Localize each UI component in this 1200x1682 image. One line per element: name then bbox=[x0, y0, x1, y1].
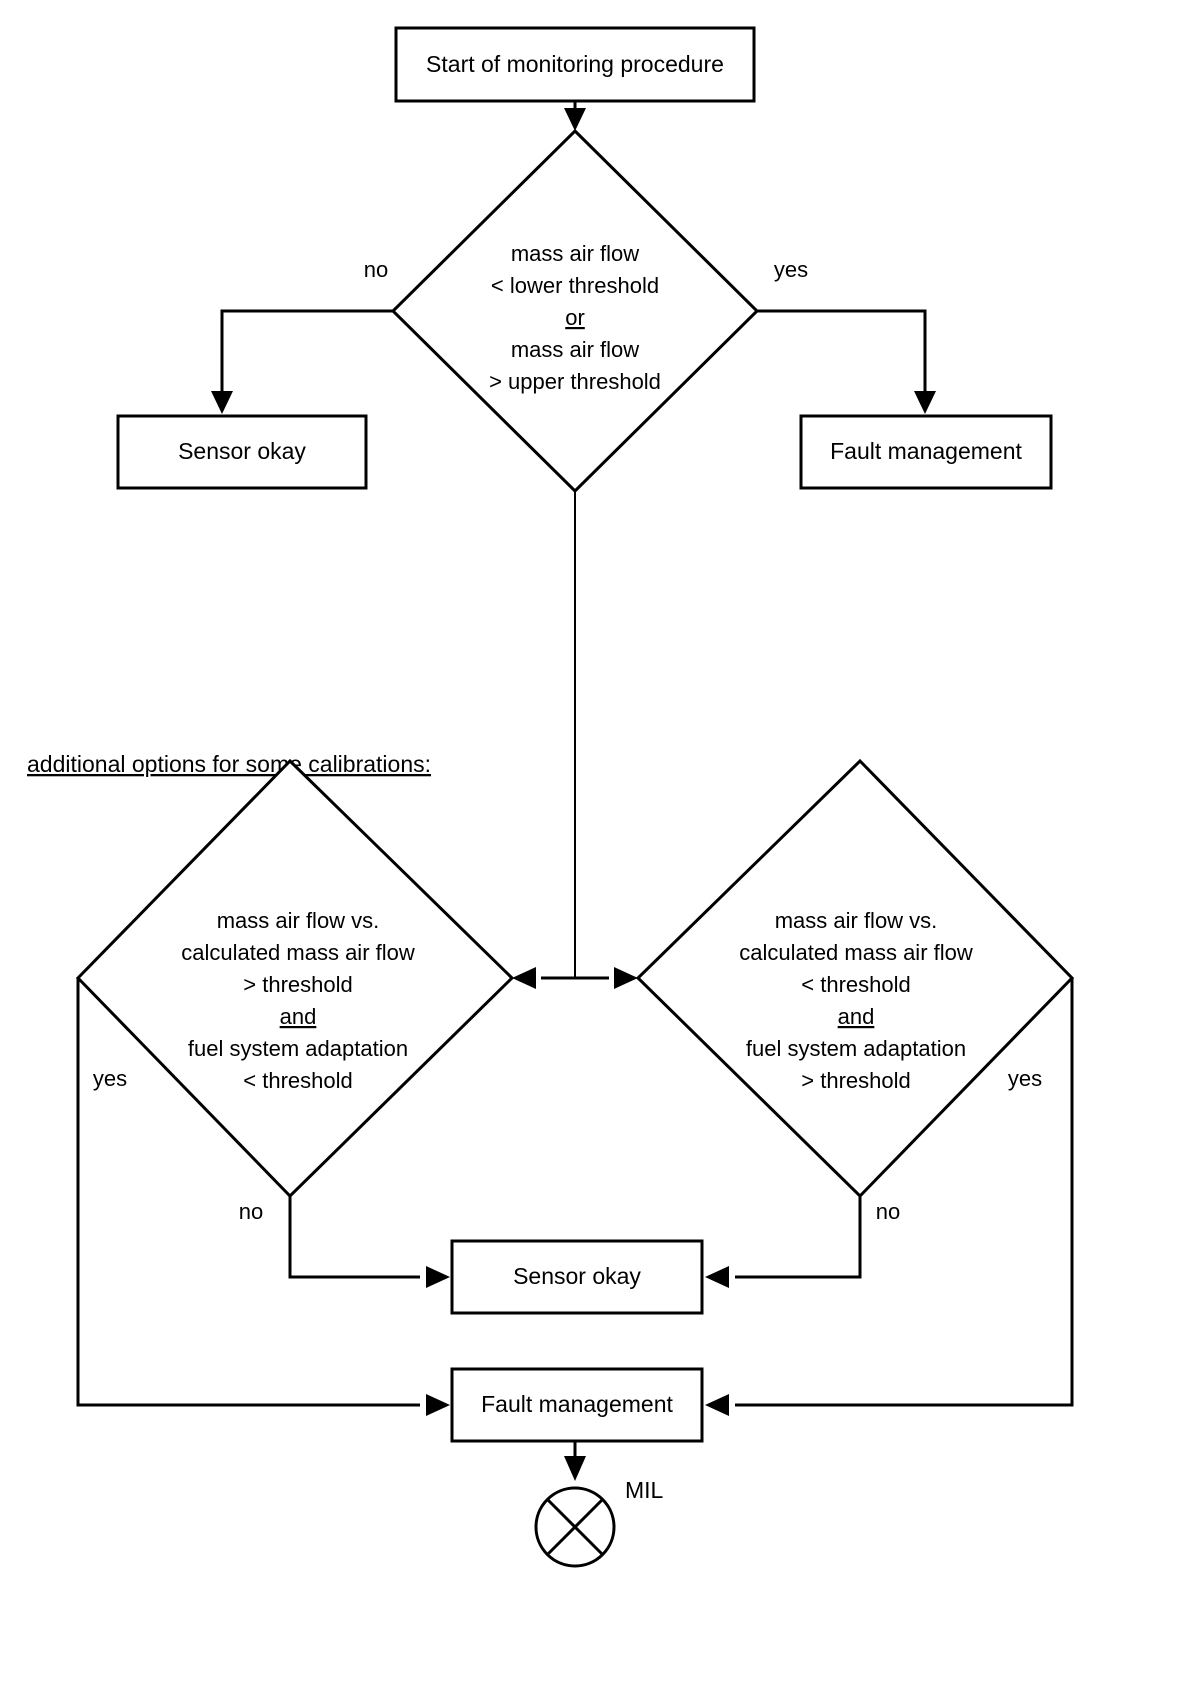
decision-right-mass-air-flow-vs-calculated[interactable]: mass air flow vs. calculated mass air fl… bbox=[635, 758, 1075, 1199]
decision-right-line-3: < threshold bbox=[801, 972, 910, 997]
edge-label-right-yes: yes bbox=[1008, 1066, 1042, 1091]
edge-label-right-no: no bbox=[876, 1199, 900, 1224]
node-start-of-monitoring-procedure[interactable]: Start of monitoring procedure bbox=[394, 26, 756, 103]
decision-left-line-1: mass air flow vs. bbox=[217, 908, 380, 933]
decision-right-line-1: mass air flow vs. bbox=[775, 908, 938, 933]
decision-left-mass-air-flow-vs-calculated[interactable]: mass air flow vs. calculated mass air fl… bbox=[75, 758, 515, 1199]
decision-left-line-6: < threshold bbox=[243, 1068, 352, 1093]
node-sensor-okay-bottom[interactable]: Sensor okay bbox=[450, 1239, 704, 1315]
decision-left-line-2: calculated mass air flow bbox=[181, 940, 415, 965]
edge-label-left-yes: yes bbox=[93, 1066, 127, 1091]
edge-start-to-decision bbox=[564, 101, 586, 131]
node-fault-management-top[interactable]: Fault management bbox=[799, 414, 1053, 490]
edge-label-main-no: no bbox=[364, 257, 388, 282]
edge-main-no-to-sensor-okay bbox=[211, 309, 393, 414]
edge-right-no-to-sensor-okay bbox=[705, 1196, 862, 1288]
edge-split-to-left-decision bbox=[512, 967, 575, 989]
decision-right-line-5: fuel system adaptation bbox=[746, 1036, 966, 1061]
decision-left-line-5: fuel system adaptation bbox=[188, 1036, 408, 1061]
node-sensor-okay-bottom-label: Sensor okay bbox=[513, 1263, 641, 1289]
node-start-label: Start of monitoring procedure bbox=[426, 51, 724, 77]
decision-main-line-3: or bbox=[565, 305, 585, 330]
edge-split-to-right-decision bbox=[575, 967, 638, 989]
decision-left-line-4: and bbox=[280, 1004, 317, 1029]
decision-right-line-6: > threshold bbox=[801, 1068, 910, 1093]
decision-main-line-4: mass air flow bbox=[511, 337, 639, 362]
edge-left-yes-to-fault-management bbox=[76, 978, 450, 1416]
edge-main-yes-to-fault-management bbox=[757, 309, 936, 414]
mil-label: MIL bbox=[625, 1477, 664, 1503]
section-note-additional-options: additional options for some calibrations… bbox=[27, 751, 431, 777]
edge-label-left-no: no bbox=[239, 1199, 263, 1224]
decision-left-line-3: > threshold bbox=[243, 972, 352, 997]
decision-main-line-2: < lower threshold bbox=[491, 273, 659, 298]
decision-mass-air-flow-threshold[interactable]: mass air flow < lower threshold or mass … bbox=[390, 128, 760, 494]
edge-label-main-yes: yes bbox=[774, 257, 808, 282]
edge-left-no-to-sensor-okay bbox=[288, 1196, 450, 1288]
decision-right-line-2: calculated mass air flow bbox=[739, 940, 973, 965]
mil-indicator-icon[interactable] bbox=[534, 1486, 616, 1568]
node-sensor-okay-top[interactable]: Sensor okay bbox=[116, 414, 368, 490]
decision-main-line-5: > upper threshold bbox=[489, 369, 661, 394]
edge-fault-management-to-mil bbox=[564, 1441, 586, 1481]
edge-right-yes-to-fault-management bbox=[705, 978, 1074, 1416]
node-fault-management-bottom[interactable]: Fault management bbox=[450, 1367, 704, 1443]
node-sensor-okay-top-label: Sensor okay bbox=[178, 438, 306, 464]
decision-main-line-1: mass air flow bbox=[511, 241, 639, 266]
decision-right-line-4: and bbox=[838, 1004, 875, 1029]
node-fault-management-top-label: Fault management bbox=[830, 438, 1022, 464]
node-fault-management-bottom-label: Fault management bbox=[481, 1391, 673, 1417]
